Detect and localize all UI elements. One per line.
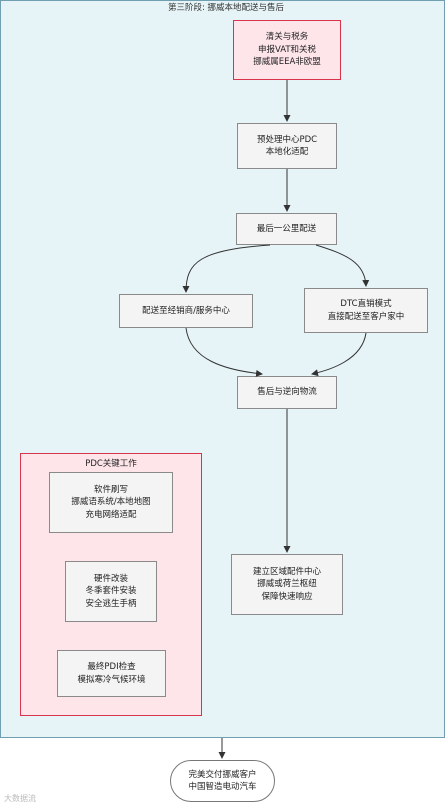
node-aftersales[interactable]: 售后与逆向物流: [237, 376, 337, 409]
node-line: 中国智造电动汽车: [188, 782, 257, 792]
node-line: 最终PDI检查: [87, 662, 136, 672]
node-line: 安全逃生手柄: [85, 598, 137, 609]
node-software-flash[interactable]: 软件刷写 挪威语系统/本地地图 充电网络适配: [49, 472, 173, 533]
node-line: 配送至经销商/服务中心: [142, 305, 230, 316]
node-line: 挪威语系统/本地地图: [71, 497, 151, 508]
node-line: 预处理中心PDC: [256, 134, 318, 145]
node-final-pdi[interactable]: 最终PDI检查 模拟寒冷气候环境: [57, 650, 166, 697]
node-line: 冬季套件安装: [85, 586, 137, 597]
watermark: 大数据流: [4, 794, 36, 803]
node-line: DTC直销模式: [340, 299, 392, 309]
node-last-mile[interactable]: 最后一公里配送: [236, 213, 337, 245]
group-title: PDC关键工作: [85, 459, 137, 469]
node-line: 申报VAT和关税: [257, 44, 317, 55]
node-line: 最后一公里配送: [256, 223, 317, 234]
node-dtc[interactable]: DTC直销模式 直接配送至客户家中: [304, 288, 428, 333]
node-line: 挪威属EEA非欧盟: [253, 57, 321, 68]
node-dealer[interactable]: 配送至经销商/服务中心: [119, 294, 253, 328]
node-hardware-mod[interactable]: 硬件改装 冬季套件安装 安全逃生手柄: [65, 561, 157, 622]
node-line: 充电网络适配: [85, 509, 137, 520]
node-line: 清关与税务: [265, 32, 309, 43]
node-line: 直接配送至客户家中: [327, 311, 405, 322]
node-line: 建立区域配件中心: [252, 566, 321, 577]
node-final-delivery[interactable]: 完美交付挪威客户 中国智造电动汽车: [170, 760, 275, 802]
node-parts-center[interactable]: 建立区域配件中心 挪威或荷兰枢纽 保障快速响应: [231, 554, 343, 615]
node-line: 模拟寒冷气候环境: [77, 674, 146, 685]
node-line: 硬件改装: [93, 573, 128, 584]
node-line: 完美交付挪威客户: [188, 769, 257, 780]
stage-title: 第三阶段: 挪威本地配送与售后: [167, 3, 285, 13]
node-line: 挪威或荷兰枢纽: [257, 579, 317, 590]
node-line: 本地化适配: [265, 147, 309, 157]
node-pdc[interactable]: 预处理中心PDC 本地化适配: [237, 123, 337, 169]
node-line: 软件刷写: [93, 484, 128, 495]
node-line: 售后与逆向物流: [257, 387, 317, 398]
node-line: 保障快速响应: [261, 591, 313, 602]
node-customs-tax[interactable]: 清关与税务 申报VAT和关税 挪威属EEA非欧盟: [233, 20, 341, 80]
